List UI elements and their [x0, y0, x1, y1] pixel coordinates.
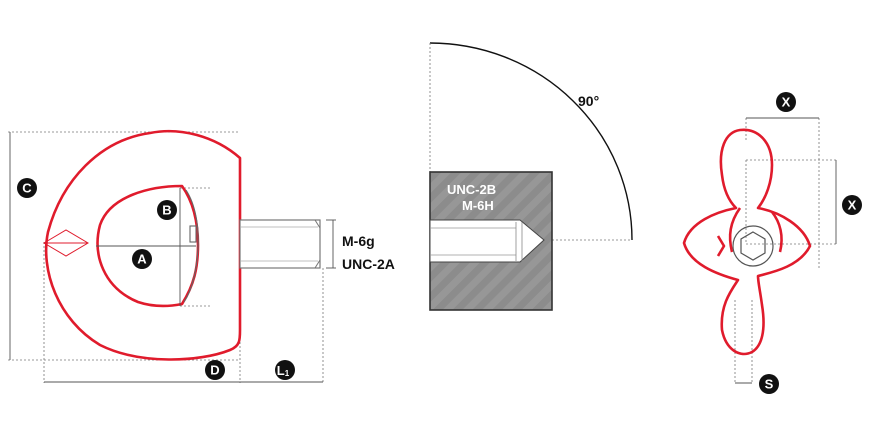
hex-socket — [732, 225, 774, 267]
svg-text:B: B — [162, 203, 171, 218]
svg-text:S: S — [765, 377, 774, 392]
eye-ring-outer — [44, 129, 242, 361]
bubble-c: C — [17, 178, 37, 198]
bubble-x-side: X — [842, 195, 862, 215]
bubble-x-top: X — [776, 92, 796, 112]
svg-text:C: C — [22, 181, 32, 196]
angle-label: 90° — [578, 93, 599, 109]
svg-text:D: D — [210, 363, 219, 378]
bubble-a: A — [132, 249, 152, 269]
bubble-l1: L1 — [275, 360, 295, 380]
svg-text:A: A — [137, 252, 147, 267]
front-view-outline — [682, 128, 812, 356]
svg-text:X: X — [848, 198, 857, 213]
bubble-d: D — [205, 360, 225, 380]
bubble-b: B — [157, 200, 177, 220]
bubble-s: S — [759, 374, 779, 394]
eye-bolt-front-view: X X S — [682, 92, 862, 394]
block-thread-label-metric: M-6H — [462, 198, 494, 213]
threaded-hole — [429, 219, 545, 263]
bolt-thread-label-metric: M-6g — [342, 233, 375, 249]
threaded-stud — [239, 219, 336, 269]
angle-arc — [429, 42, 633, 241]
tapped-hole-block-view: 90° UNC-2B M-6H — [429, 42, 633, 311]
eye-bolt-side-view: M-6g UNC-2A C B A D L1 — [8, 129, 395, 383]
block-thread-label-unc: UNC-2B — [447, 182, 496, 197]
bolt-thread-label-unc: UNC-2A — [342, 256, 395, 272]
svg-text:X: X — [782, 95, 791, 110]
svg-text:L1: L1 — [277, 363, 290, 378]
